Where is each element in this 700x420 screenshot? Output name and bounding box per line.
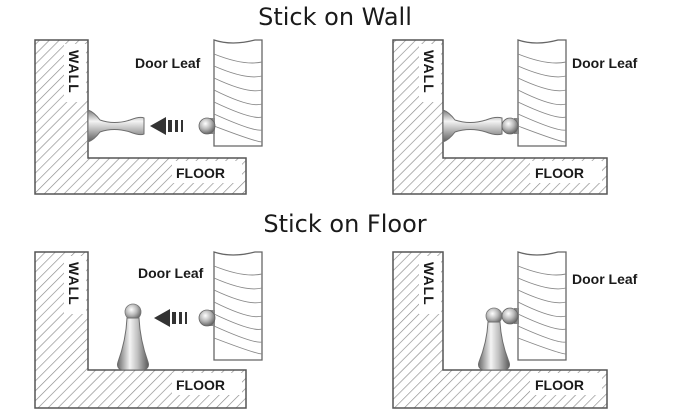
door-leaf-label: Door Leaf <box>572 271 638 287</box>
floor-stopper <box>478 307 510 371</box>
door-leaf <box>517 251 567 361</box>
panel-wall-closed: WALL FLOOR Door Leaf <box>392 39 638 195</box>
floor-label: FLOOR <box>176 165 225 181</box>
wall-stopper <box>442 109 503 143</box>
panel-floor-closed: WALL FLOOR Door Leaf <box>392 251 638 409</box>
wall-floor-block <box>34 39 247 195</box>
floor-label: FLOOR <box>176 377 225 393</box>
door-catch <box>198 309 216 327</box>
arrow-left-icon <box>154 309 187 327</box>
door-leaf-label: Door Leaf <box>135 55 201 71</box>
door-leaf <box>213 39 263 147</box>
arrow-left-icon <box>150 117 183 135</box>
wall-floor-block <box>34 251 247 409</box>
panel-floor-apart: WALL FLOOR Door Leaf <box>34 251 263 409</box>
wall-label: WALL <box>421 50 437 94</box>
door-leaf-label: Door Leaf <box>572 55 638 71</box>
wall-label: WALL <box>66 262 82 306</box>
wall-label: WALL <box>421 262 437 306</box>
door-leaf <box>517 39 567 147</box>
floor-stopper <box>117 303 149 371</box>
panel-wall-apart: WALL FLOOR Door Leaf <box>34 39 263 195</box>
door-catch <box>198 117 216 135</box>
section-title-floor: Stick on Floor <box>263 210 426 238</box>
wall-stopper <box>87 109 145 143</box>
wall-label: WALL <box>66 50 82 94</box>
floor-label: FLOOR <box>535 165 584 181</box>
section-title-wall: Stick on Wall <box>258 3 412 31</box>
door-catch <box>501 117 519 135</box>
door-leaf-label: Door Leaf <box>138 265 204 281</box>
door-catch <box>501 307 519 325</box>
door-leaf <box>213 251 263 361</box>
floor-label: FLOOR <box>535 377 584 393</box>
